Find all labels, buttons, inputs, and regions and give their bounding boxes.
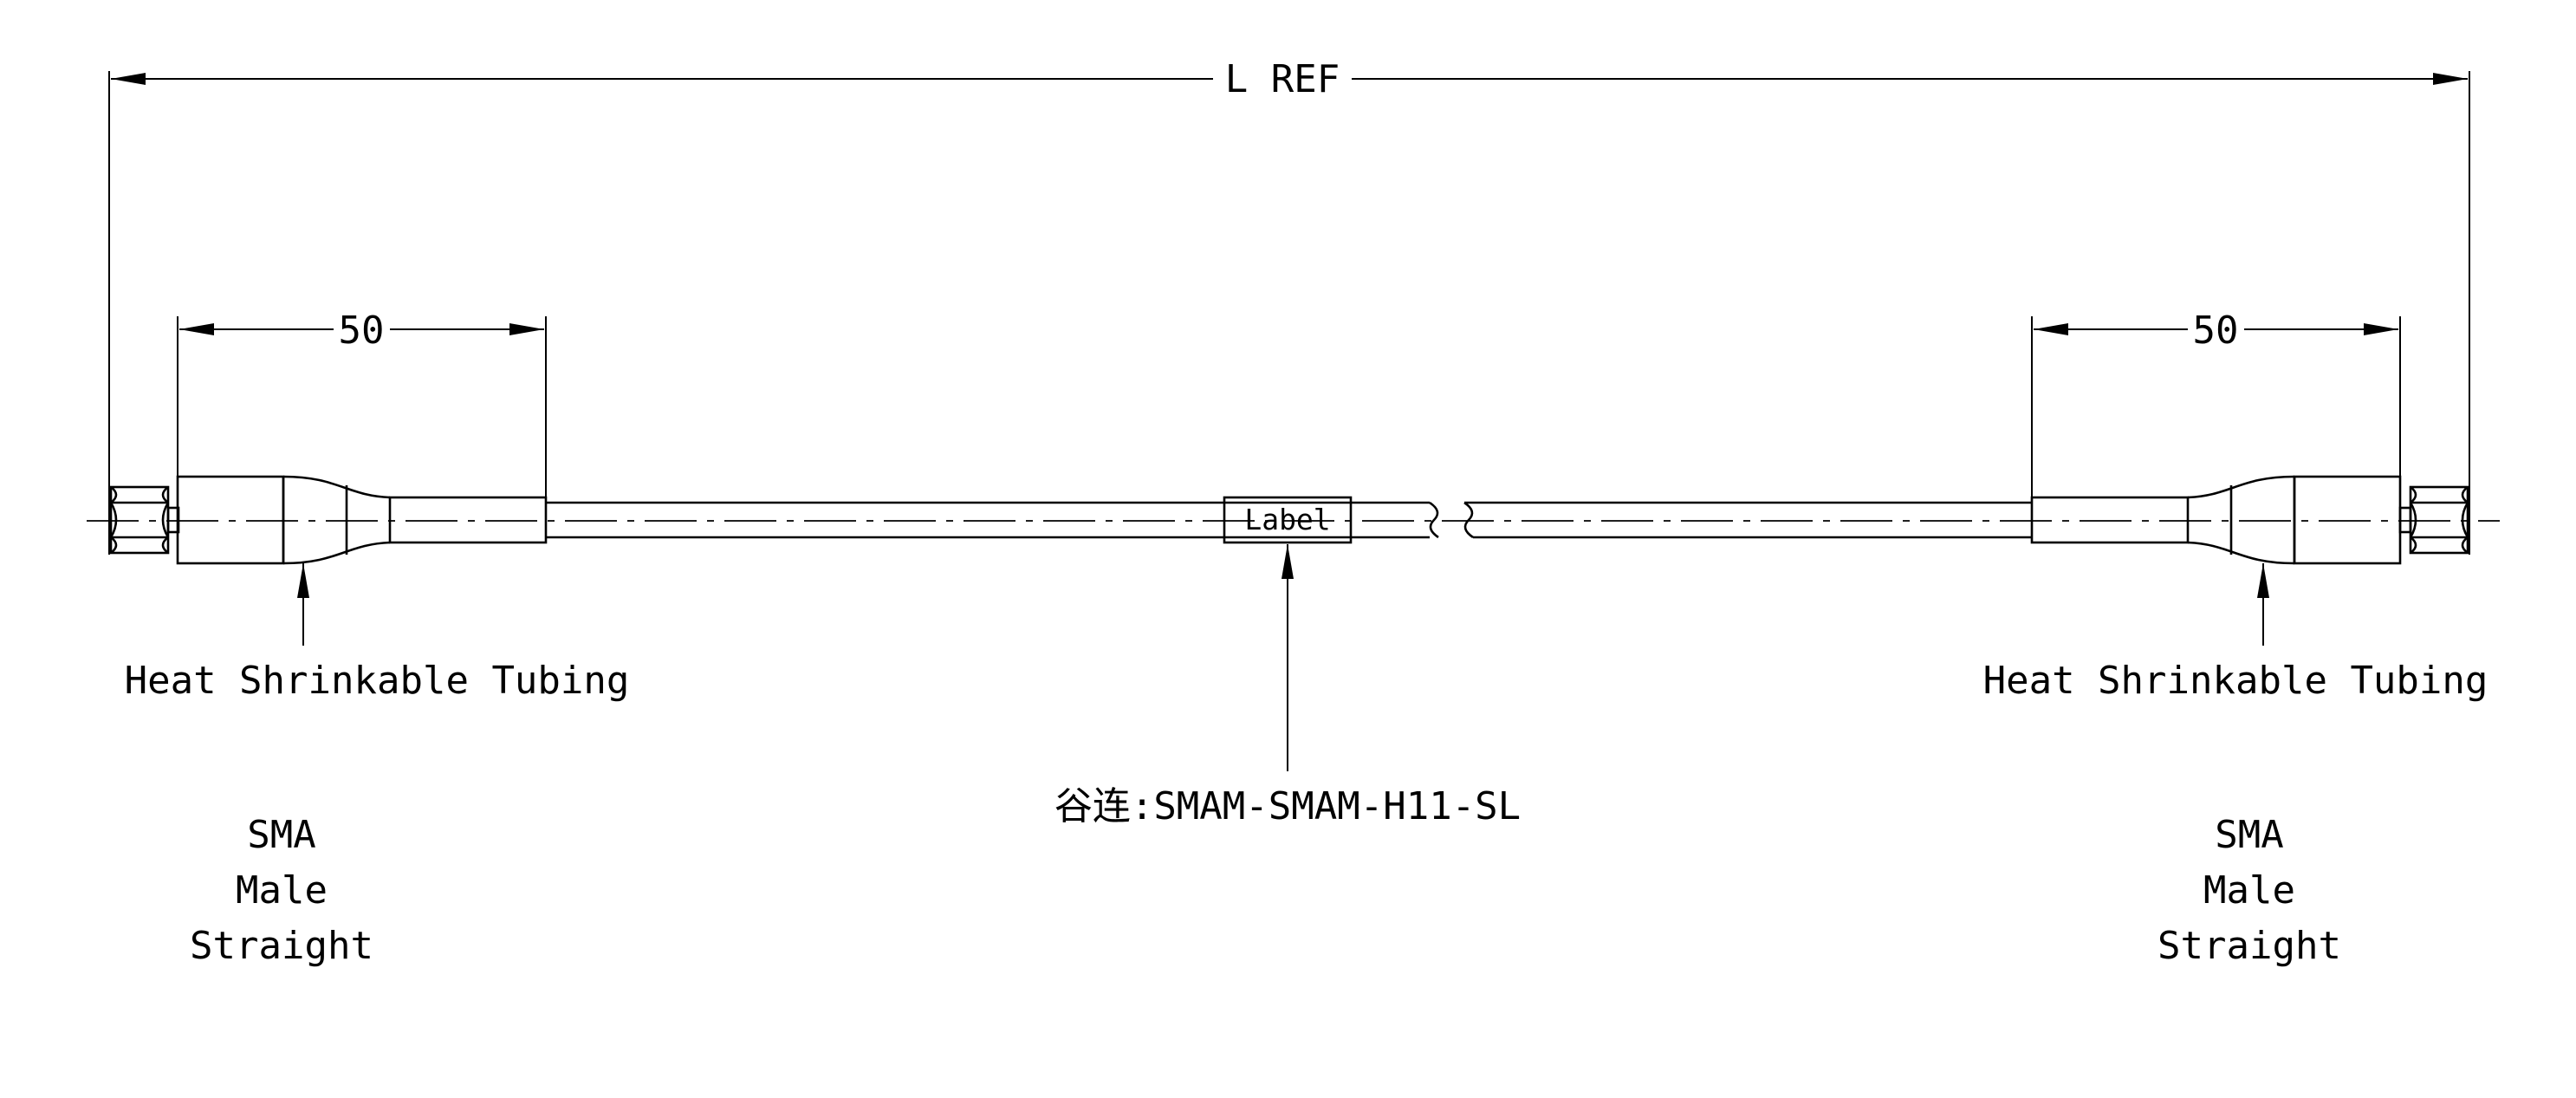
left-leader-arrowhead [297,563,309,598]
label-sleeve-text: Label [1244,503,1330,536]
left-connector-gender: Male [236,868,328,913]
overall-dimension: L REF [108,57,2470,555]
right-leader-arrowhead [2257,563,2269,598]
right-hex-curve-2 [2461,502,2469,538]
right-dim-arrow-2 [2364,323,2398,335]
right-hex-nut [2409,485,2469,555]
right-connector-neck [2398,506,2412,534]
right-heat-shrink [2030,475,2296,565]
left-dimension-text: 50 [339,309,385,353]
left-hex-curve-1 [109,502,118,538]
left-heat-shrink-callout: Heat Shrinkable Tubing [125,659,630,703]
right-dimension-text: 50 [2193,309,2239,353]
right-connector-gender: Male [2203,868,2295,913]
left-hex-curve-3 [110,485,118,504]
left-hex-nut [109,485,170,555]
cable-label-sleeve: Label [1223,496,1353,544]
right-tubing-dimension: 50 [2031,309,2401,499]
left-dim-arrow-1 [179,323,214,335]
right-heat-shrink-callout: Heat Shrinkable Tubing [1983,659,2488,703]
cable-break-right [1463,501,1474,539]
right-tubing-leader [2257,563,2269,646]
right-hex-curve-4 [2461,485,2469,504]
right-sma-connector [2293,475,2469,565]
label-leader [1282,544,1294,771]
left-connector-type: SMA [247,813,315,857]
right-hex-curve-1 [2409,502,2417,538]
right-dim-arrow-1 [2034,323,2068,335]
left-tubing-sleeve [388,496,548,544]
right-connector-type: SMA [2215,813,2283,857]
left-taper-top [282,475,391,499]
left-hex-curve-5 [110,536,118,555]
right-connector-style: Straight [2157,924,2341,968]
label-sleeve-box [1223,496,1353,544]
right-taper-bottom [2187,541,2295,565]
overall-dimension-text: L REF [1225,57,1340,101]
cable-right-segment [1463,501,2032,539]
left-connector-body [176,475,285,565]
label-leader-arrowhead [1282,544,1294,579]
right-connector-body [2293,475,2402,565]
left-connector-style: Straight [190,924,373,968]
right-hex-curve-5 [2410,536,2417,555]
overall-right-arrowhead [2433,73,2468,85]
right-hex-curve-3 [2410,485,2417,504]
right-tubing-sleeve [2030,496,2190,544]
left-sma-connector [109,475,285,565]
left-heat-shrink [282,475,548,565]
part-number-callout: 谷连:SMAM-SMAM-H11-SL [1054,784,1521,828]
left-taper-bottom [282,541,391,565]
left-tubing-dimension: 50 [177,309,547,499]
overall-left-arrowhead [111,73,146,85]
left-hex-curve-2 [161,502,170,538]
left-dim-arrow-2 [509,323,544,335]
cable-break-left [1429,501,1439,539]
cable-left-segment [546,501,1439,539]
right-hex-curve-6 [2461,536,2469,555]
left-tubing-leader [297,563,309,646]
left-hex-curve-6 [161,536,169,555]
left-hex-curve-4 [161,485,169,504]
right-taper-top [2187,475,2295,499]
